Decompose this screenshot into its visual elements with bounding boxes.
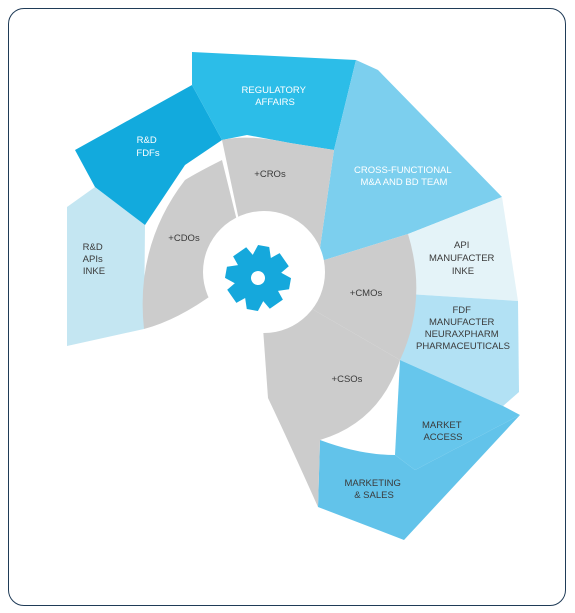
petal-label-line: AFFAIRS (255, 97, 295, 108)
petal-label-line: PHARMACEUTICALS (416, 341, 510, 352)
petal-label-line: NEURAXPHARM (425, 329, 499, 340)
petal-label-line: MARKETING (344, 478, 400, 489)
hub-segment-cmos (300, 234, 417, 360)
petal-label-line: MANUFACTER (429, 317, 495, 328)
petal-label-cross-functional: CROSS-FUNCTIONAL M&A AND BD TEAM (354, 165, 454, 188)
petal-label-line: FDF (452, 305, 471, 316)
petal-rd-apis (67, 187, 145, 346)
hub-label-cdos: +CDOs (168, 233, 200, 244)
petal-regulatory-affairs (192, 52, 356, 150)
petal-label-line: MANUFACTER (429, 253, 495, 264)
hub-label-cros: +CROs (254, 169, 286, 180)
petal-label-line: REGULATORY (242, 85, 307, 96)
petal-label-rd-fdfs: R&D FDFs (136, 135, 159, 159)
petal-fdf-manufacter (400, 294, 519, 406)
petal-marketing-sales (318, 415, 520, 540)
petal-label-line: CROSS-FUNCTIONAL (354, 165, 451, 176)
petals-layer (67, 52, 520, 540)
petal-label-line: M&A AND BD TEAM (361, 177, 448, 188)
petal-label-rd-apis: R&D APIs INKE (83, 242, 106, 277)
petal-label-line: APIs (83, 254, 103, 265)
petal-label-line: INKE (452, 266, 474, 277)
gear-icon (224, 244, 292, 312)
petal-label-line: MARKET (422, 420, 462, 431)
petal-label-fdf-manufacter: FDF MANUFACTER NEURAXPHARM PHARMACEUTICA… (416, 305, 510, 352)
petal-label-line: INKE (83, 266, 105, 277)
hub-label-cmos: +CMOs (350, 288, 383, 299)
petal-api-manufacter (408, 197, 518, 301)
hub-label-csos: +CSOs (332, 374, 363, 385)
petal-label-line: R&D (83, 242, 103, 253)
petal-cross-functional (318, 60, 502, 262)
petal-label-regulatory-affairs: REGULATORY AFFAIRS (242, 85, 309, 108)
petal-label-market-access: MARKET ACCESS (422, 420, 464, 443)
diagram-frame (8, 8, 566, 606)
petal-label-line: & SALES (354, 490, 394, 501)
petal-market-access (395, 360, 520, 470)
hub-segment-csos (262, 302, 400, 507)
petal-rd-fdfs (75, 85, 222, 225)
petal-label-line: API (454, 240, 469, 251)
petal-label-line: ACCESS (423, 432, 462, 443)
petal-label-api-manufacter: API MANUFACTER INKE (429, 240, 497, 277)
petal-label-line: R&D (137, 135, 157, 146)
petal-label-line: FDFs (136, 148, 159, 159)
petal-label-marketing-sales: MARKETING & SALES (344, 478, 403, 501)
